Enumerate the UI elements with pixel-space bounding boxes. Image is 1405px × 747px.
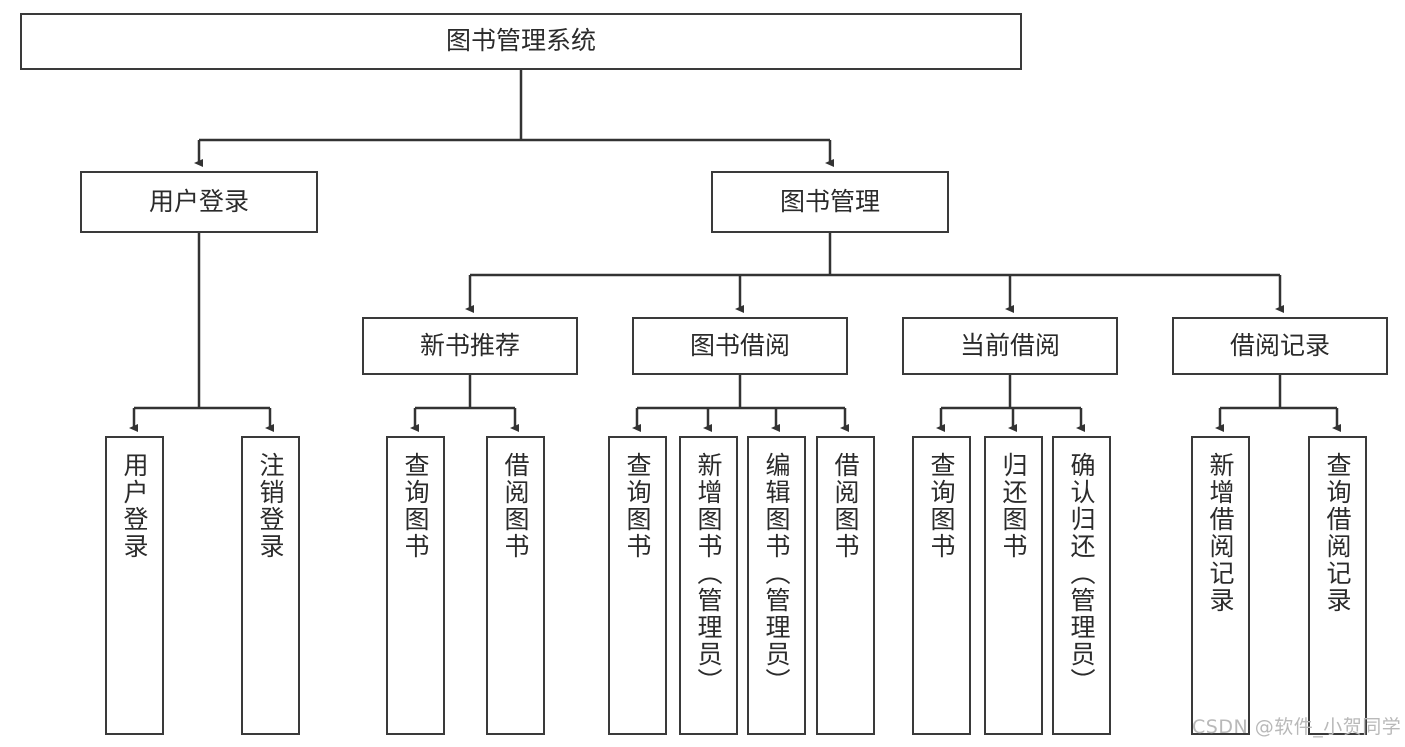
node-leaf-query-book-rec[interactable]: 查询图书 (386, 436, 445, 735)
node-leaf-borrow-book-label: 借阅图书 (831, 452, 860, 560)
node-borrow-record[interactable]: 借阅记录 (1172, 317, 1388, 375)
node-leaf-borrow-book-rec-label: 借阅图书 (501, 452, 530, 560)
node-leaf-user-login[interactable]: 用户登录 (105, 436, 164, 735)
node-leaf-add-book-label: 新增图书（管理员） (694, 452, 723, 695)
node-leaf-query-book-rec-label: 查询图书 (401, 452, 430, 560)
node-new-book-recommend[interactable]: 新书推荐 (362, 317, 578, 375)
node-leaf-user-logout-label: 注销登录 (256, 452, 285, 560)
node-leaf-query-borrow-record[interactable]: 查询借阅记录 (1308, 436, 1367, 735)
node-leaf-query-borrow-record-label: 查询借阅记录 (1323, 452, 1352, 614)
node-leaf-query-book-borrow[interactable]: 查询图书 (608, 436, 667, 735)
node-leaf-add-borrow-record-label: 新增借阅记录 (1206, 452, 1235, 614)
node-current-borrow[interactable]: 当前借阅 (902, 317, 1118, 375)
node-user-login[interactable]: 用户登录 (80, 171, 318, 233)
node-root-label: 图书管理系统 (445, 26, 596, 56)
node-borrow-record-label: 借阅记录 (1229, 330, 1330, 360)
node-book-borrow[interactable]: 图书借阅 (632, 317, 848, 375)
node-leaf-query-book-current-label: 查询图书 (927, 452, 956, 560)
node-book-manage[interactable]: 图书管理 (711, 171, 949, 233)
node-leaf-edit-book[interactable]: 编辑图书（管理员） (747, 436, 806, 735)
node-leaf-add-book[interactable]: 新增图书（管理员） (679, 436, 738, 735)
node-leaf-user-logout[interactable]: 注销登录 (241, 436, 300, 735)
node-leaf-add-borrow-record[interactable]: 新增借阅记录 (1191, 436, 1250, 735)
node-current-borrow-label: 当前借阅 (959, 330, 1060, 360)
node-leaf-return-book-label: 归还图书 (999, 452, 1028, 560)
node-new-book-recommend-label: 新书推荐 (419, 330, 520, 360)
node-leaf-user-login-label: 用户登录 (120, 452, 149, 560)
node-leaf-confirm-return-label: 确认归还（管理员） (1067, 452, 1096, 695)
node-leaf-query-book-borrow-label: 查询图书 (623, 452, 652, 560)
node-root[interactable]: 图书管理系统 (20, 13, 1022, 70)
node-book-borrow-label: 图书借阅 (689, 330, 790, 360)
node-book-manage-label: 图书管理 (779, 186, 880, 216)
node-leaf-borrow-book-rec[interactable]: 借阅图书 (486, 436, 545, 735)
node-leaf-borrow-book[interactable]: 借阅图书 (816, 436, 875, 735)
node-leaf-query-book-current[interactable]: 查询图书 (912, 436, 971, 735)
node-leaf-edit-book-label: 编辑图书（管理员） (762, 452, 791, 695)
csdn-watermark: CSDN @软件_小贺同学 (1192, 716, 1402, 738)
node-leaf-confirm-return[interactable]: 确认归还（管理员） (1052, 436, 1111, 735)
node-user-login-label: 用户登录 (148, 186, 249, 216)
node-leaf-return-book[interactable]: 归还图书 (984, 436, 1043, 735)
